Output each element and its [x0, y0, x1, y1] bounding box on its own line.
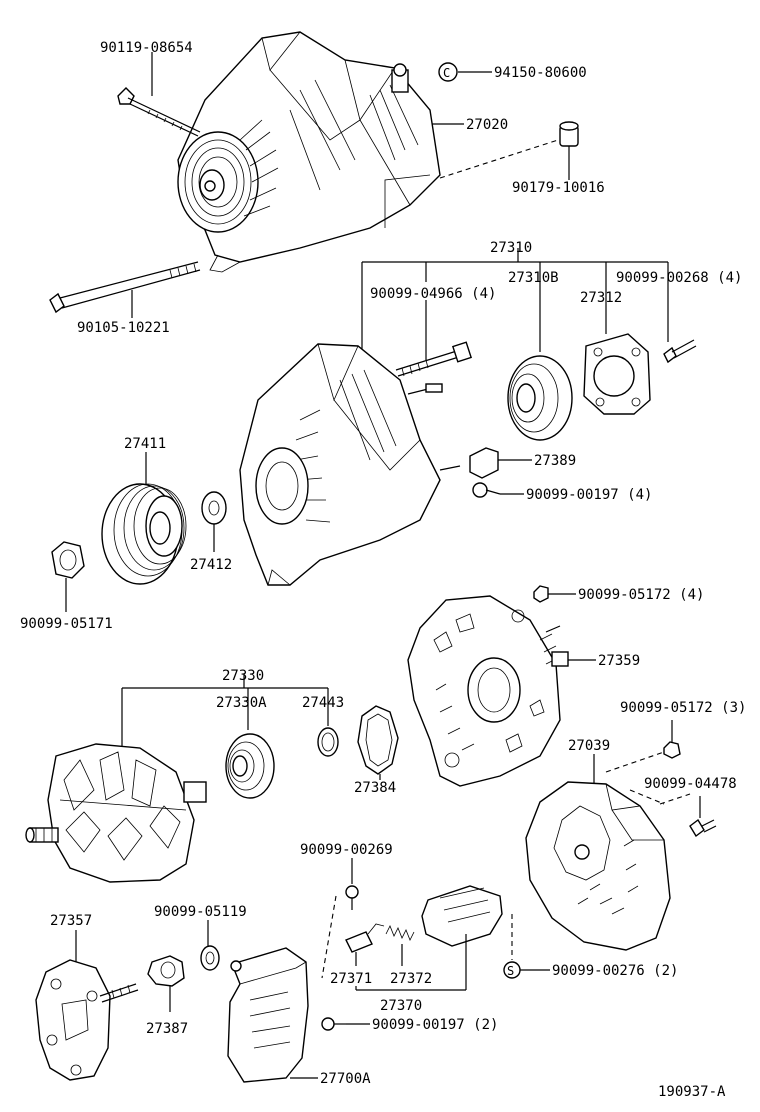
- label-90099-00197-b: 90099-00197 (2): [372, 1017, 498, 1033]
- nut-90099-05172-b: [663, 741, 681, 759]
- screw-90099-00197-a: [472, 482, 524, 498]
- label-90099-00269: 90099-00269: [300, 842, 393, 858]
- label-27411: 27411: [124, 436, 166, 452]
- label-27372: 27372: [390, 971, 432, 987]
- label-90099-00268: 90099-00268 (4): [616, 270, 742, 286]
- label-27387: 27387: [146, 1021, 188, 1037]
- brush-housing-27370: [421, 885, 503, 990]
- label-90099-05171: 90099-05171: [20, 616, 113, 632]
- bracket-27370: [355, 986, 466, 991]
- screw-90099-00268: [663, 339, 697, 364]
- washer-90099-05119: [200, 945, 220, 971]
- label-27039: 27039: [568, 738, 610, 754]
- label-27312: 27312: [580, 290, 622, 306]
- bearing-27330A: [225, 733, 275, 799]
- bearing-27310B: [507, 355, 573, 441]
- nut-90099-05171: [51, 541, 85, 612]
- rotor-27330: [25, 743, 207, 883]
- screw-90099-00276: S: [503, 914, 550, 979]
- collar-90179-10016: [439, 121, 579, 180]
- label-90099-05119: 90099-05119: [154, 904, 247, 920]
- bracket-27310: [361, 248, 669, 376]
- alternator-assembly: [177, 31, 441, 273]
- label-27330A: 27330A: [216, 695, 267, 711]
- label-90099-00276: 90099-00276 (2): [552, 963, 678, 979]
- label-27443: 27443: [302, 695, 344, 711]
- screw-90099-00197-b: [321, 1017, 370, 1031]
- label-27310: 27310: [490, 240, 532, 256]
- label-27384: 27384: [354, 780, 396, 796]
- ring-27443: [317, 727, 339, 757]
- drive-end-frame: [239, 343, 461, 586]
- insulator-27387: [147, 955, 185, 1012]
- bolt-90119-08654: [117, 52, 201, 137]
- label-27371: 27371: [330, 971, 372, 987]
- c-mark-icon: C: [443, 66, 450, 80]
- plate-27357: [35, 959, 139, 1081]
- label-27310B: 27310B: [508, 270, 559, 286]
- bracket-27330: [121, 674, 329, 750]
- label-27357: 27357: [50, 913, 92, 929]
- label-27389: 27389: [534, 453, 576, 469]
- label-90099-04478: 90099-04478: [644, 776, 737, 792]
- washer-27412: [201, 491, 227, 552]
- s-mark-icon: S: [507, 964, 514, 978]
- bolt-90099-04478: [689, 818, 717, 838]
- label-90099-05172-a: 90099-05172 (4): [578, 587, 704, 603]
- label-94150-80600: 94150-80600: [494, 65, 587, 81]
- seal-27384: [357, 705, 399, 780]
- label-27020: 27020: [466, 117, 508, 133]
- screw-90099-00269: [345, 885, 359, 910]
- label-90099-05172-b: 90099-05172 (3): [620, 700, 746, 716]
- pulley-27411: [101, 483, 187, 585]
- catalog-code: 190937-A: [658, 1084, 726, 1100]
- label-27330: 27330: [222, 668, 264, 684]
- label-27412: 27412: [190, 557, 232, 573]
- bolt-90105-10221: [49, 261, 201, 318]
- brush-27371: [345, 923, 385, 966]
- label-90099-04966: 90099-04966 (4): [370, 286, 496, 302]
- label-90119-08654: 90119-08654: [100, 40, 193, 56]
- nut-94150-80600: C: [438, 62, 492, 82]
- brush-holder-27700A: [227, 947, 318, 1083]
- label-27700A: 27700A: [320, 1071, 371, 1087]
- rectifier-end-frame: [407, 595, 596, 787]
- stud-90099-04966: [395, 300, 473, 377]
- spring-27372: [385, 925, 415, 966]
- label-27359: 27359: [598, 653, 640, 669]
- label-90105-10221: 90105-10221: [77, 320, 170, 336]
- plate-27312: [583, 333, 651, 415]
- label-90179-10016: 90179-10016: [512, 180, 605, 196]
- cap-27389: [469, 447, 532, 479]
- nut-90099-05172-a: [533, 585, 576, 603]
- label-27370: 27370: [380, 998, 422, 1014]
- label-90099-00197-a: 90099-00197 (4): [526, 487, 652, 503]
- rear-cover-27039: [525, 781, 671, 951]
